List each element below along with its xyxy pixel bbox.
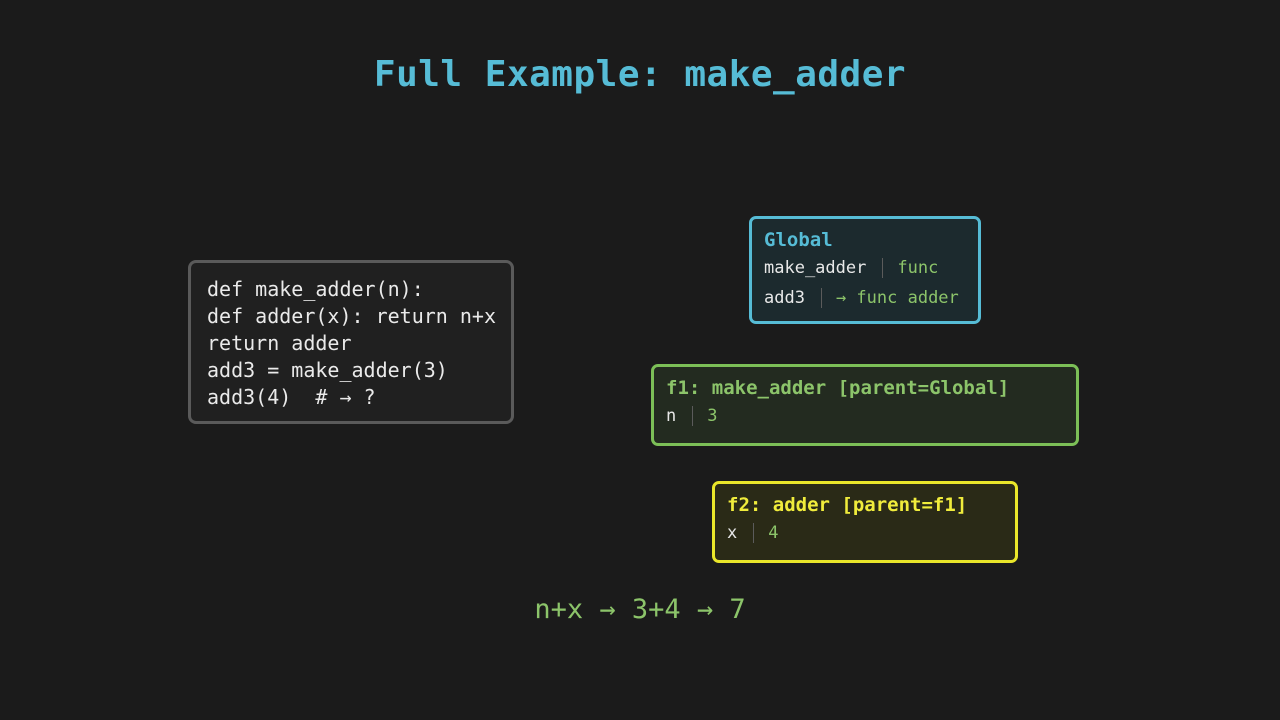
var-value: func bbox=[897, 258, 939, 278]
code-line-1: def make_adder(n): bbox=[207, 277, 424, 301]
global-var-row: add3 → func adder bbox=[764, 283, 978, 313]
global-var-row: make_adder func bbox=[764, 253, 978, 283]
f1-frame-title: f1: make_adder [parent=Global] bbox=[666, 377, 1010, 399]
code-block: def make_adder(n): def adder(x): return … bbox=[188, 260, 514, 424]
var-name: x bbox=[727, 523, 738, 543]
f2-frame: f2: adder [parent=f1] x 4 bbox=[712, 481, 1018, 563]
code-line-2: def adder(x): return n+x bbox=[207, 304, 496, 328]
global-frame-title: Global bbox=[764, 229, 833, 251]
evaluation-result: n+x → 3+4 → 7 bbox=[534, 594, 746, 625]
code-line-3: return adder bbox=[207, 331, 352, 355]
code-line-5: add3(4) # → ? bbox=[207, 385, 376, 409]
var-value: 4 bbox=[768, 523, 779, 543]
code-line-4: add3 = make_adder(3) bbox=[207, 358, 448, 382]
f1-var-row: n 3 bbox=[666, 401, 1076, 431]
var-name: make_adder bbox=[764, 258, 867, 278]
var-name: add3 bbox=[764, 288, 805, 308]
separator bbox=[882, 258, 884, 278]
slide-title: Full Example: make_adder bbox=[373, 54, 907, 95]
var-name: n bbox=[666, 406, 677, 426]
global-frame: Global make_adder func add3 → func adder bbox=[749, 216, 981, 324]
var-value: 3 bbox=[707, 406, 718, 426]
separator bbox=[820, 288, 822, 308]
f2-frame-title: f2: adder [parent=f1] bbox=[727, 494, 968, 516]
separator bbox=[753, 523, 755, 543]
var-value: → func adder bbox=[835, 288, 959, 308]
f2-var-row: x 4 bbox=[727, 518, 1015, 548]
separator bbox=[692, 406, 694, 426]
f1-frame: f1: make_adder [parent=Global] n 3 bbox=[651, 364, 1079, 446]
